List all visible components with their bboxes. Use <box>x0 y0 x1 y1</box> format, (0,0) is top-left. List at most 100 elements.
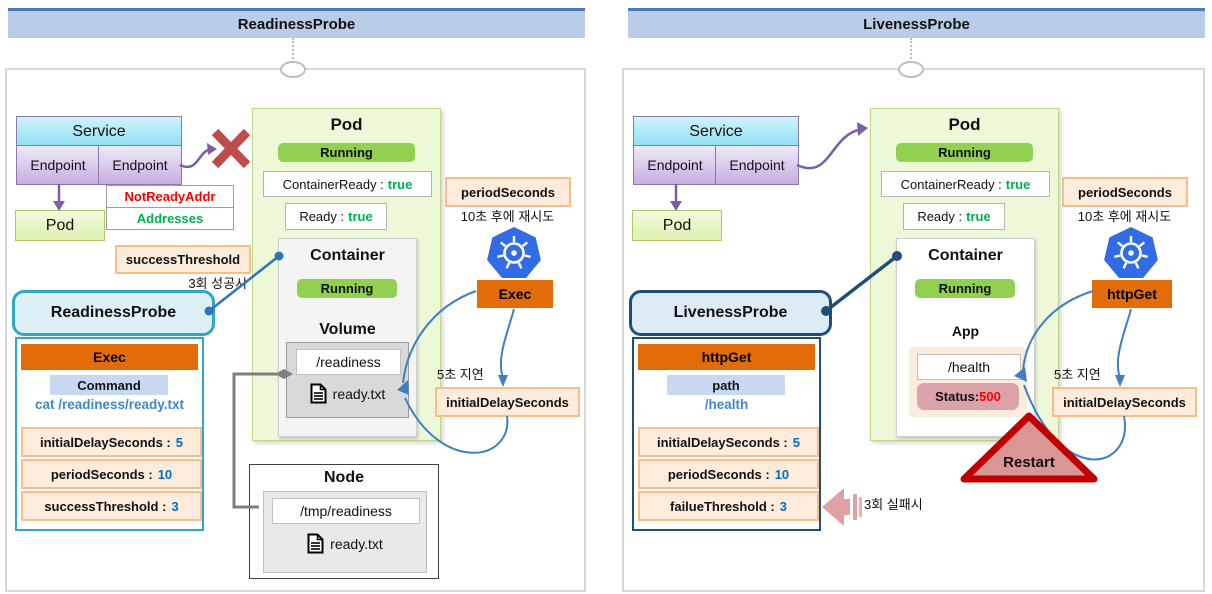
node-box: Node /tmp/readiness ready.txt <box>249 464 439 579</box>
pod-ref-box: Pod <box>15 210 105 241</box>
service-label: Service <box>689 122 743 140</box>
endpoint-address-table: NotReadyAddr Addresses <box>106 185 234 230</box>
container-ready-box: ContainerReady : true <box>881 171 1050 197</box>
block-arrow-icon <box>822 488 862 526</box>
setting-label: initialDelaySeconds : <box>40 434 171 450</box>
readiness-panel: Service Endpoint Endpoint NotReadyAddr A… <box>5 68 586 592</box>
connector-circle <box>898 61 924 78</box>
container-box: Container Running Volume /readiness read… <box>278 238 417 437</box>
setting-row-initial-delay: initialDelaySeconds : 5 <box>638 427 819 457</box>
readiness-title: ReadinessProbe <box>237 16 356 33</box>
setting-value: 3 <box>779 498 787 514</box>
ready-box: Ready : true <box>285 203 387 230</box>
liveness-panel: Service Endpoint Endpoint Pod Pod Runnin… <box>622 68 1205 592</box>
volume-path-box: /readiness <box>296 349 401 375</box>
liveness-probe-header: LivenessProbe <box>629 290 832 336</box>
status-value: 500 <box>979 389 1001 404</box>
ready-label: Ready : <box>917 209 963 224</box>
setting-value: 3 <box>171 498 179 514</box>
period-note: 10초 후에 재시도 <box>1077 209 1172 224</box>
volume-title: Volume <box>319 321 376 338</box>
command-param-bar: Command <box>50 375 168 395</box>
status-box: Status:500 <box>917 383 1019 410</box>
readiness-probe-detail-box: Exec Command cat /readiness/ready.txt in… <box>15 337 204 531</box>
volume-file-row: ready.txt <box>287 383 408 404</box>
endpoint-label: Endpoint <box>647 157 703 173</box>
addresses-row: Addresses <box>136 211 204 226</box>
container-ready-label: ContainerReady : <box>900 176 1002 192</box>
title-connector-line <box>910 38 912 63</box>
kubernetes-icon <box>487 227 541 278</box>
httpget-trigger-box: httpGet <box>1092 280 1172 308</box>
app-title: App <box>951 323 980 339</box>
endpoint-box-1: Endpoint <box>633 145 717 185</box>
container-title: Container <box>310 247 385 264</box>
app-box: /health Status:500 <box>909 347 1027 417</box>
readiness-probe-header-label: ReadinessProbe <box>50 304 177 321</box>
exec-trigger-box: Exec <box>477 280 553 308</box>
setting-label: periodSeconds : <box>50 466 153 482</box>
period-note: 10초 후에 재시도 <box>460 209 555 224</box>
success-threshold-badge: successThreshold <box>115 245 251 274</box>
initial-delay-badge: initialDelaySeconds <box>1052 387 1197 417</box>
ready-value: true <box>966 209 991 224</box>
setting-value: 5 <box>175 434 183 450</box>
setting-row-success-threshold: successThreshold : 3 <box>21 491 202 521</box>
liveness-probe-detail-box: httpGet path /health initialDelaySeconds… <box>632 337 821 531</box>
connector-circle <box>280 61 306 78</box>
container-title: Container <box>928 247 1003 264</box>
node-file-row: ready.txt <box>264 533 426 554</box>
readiness-title-bar: ReadinessProbe <box>8 8 585 38</box>
endpoint-box-2: Endpoint <box>98 145 182 185</box>
delay-note: 5초 지연 <box>1054 367 1101 382</box>
container-ready-label: ContainerReady : <box>282 176 384 192</box>
path-param-bar: path <box>667 375 785 395</box>
setting-row-period: periodSeconds : 10 <box>21 459 202 489</box>
liveness-probe-header-label: LivenessProbe <box>673 304 788 321</box>
endpoint-label: Endpoint <box>112 157 168 173</box>
container-status-badge: Running <box>915 279 1015 298</box>
endpoint-label: Endpoint <box>30 157 86 173</box>
container-ready-box: ContainerReady : true <box>263 171 432 197</box>
pod-status-text: Running <box>320 145 373 160</box>
node-inner-box: /tmp/readiness ready.txt <box>263 491 427 573</box>
setting-label: initialDelaySeconds : <box>657 434 788 450</box>
restart-label: Restart <box>1003 454 1055 471</box>
ready-value: true <box>348 209 373 224</box>
setting-label: failueThreshold : <box>670 498 775 514</box>
endpoint-box-1: Endpoint <box>16 145 100 185</box>
container-box: Container Running App /health Status:500 <box>896 238 1035 437</box>
pod-title: Pod <box>948 115 981 134</box>
container-ready-value: true <box>387 176 413 192</box>
not-ready-addr-row: NotReadyAddr <box>107 186 233 208</box>
endpoint-box-2: Endpoint <box>715 145 799 185</box>
title-connector-line <box>292 38 294 63</box>
liveness-title: LivenessProbe <box>863 16 970 33</box>
service-box: Service <box>633 116 799 147</box>
pod-box: Pod Running ContainerReady : true Ready … <box>870 108 1059 441</box>
period-seconds-badge: periodSeconds <box>445 177 571 207</box>
service-label: Service <box>72 122 126 140</box>
command-param-value: cat /readiness/ready.txt <box>34 397 185 412</box>
setting-row-initial-delay: initialDelaySeconds : 5 <box>21 427 202 457</box>
readiness-probe-header: ReadinessProbe <box>12 290 215 336</box>
exec-handler-bar: Exec <box>21 344 198 370</box>
health-path-box: /health <box>917 354 1021 380</box>
endpoint-to-x-curve <box>179 148 209 169</box>
kubernetes-icon <box>1104 227 1158 278</box>
node-path-box: /tmp/readiness <box>272 498 420 524</box>
node-title: Node <box>324 469 364 486</box>
file-icon <box>307 533 324 554</box>
httpget-handler-bar: httpGet <box>638 344 815 370</box>
container-status-text: Running <box>320 281 374 296</box>
file-icon <box>310 383 327 404</box>
pod-box: Pod Running ContainerReady : true Ready … <box>252 108 441 441</box>
endpoint-label: Endpoint <box>729 157 785 173</box>
status-label: Status: <box>935 389 980 404</box>
period-seconds-badge: periodSeconds <box>1062 177 1188 207</box>
setting-row-period: periodSeconds : 10 <box>638 459 819 489</box>
endpoint-to-pod-curve <box>796 128 859 170</box>
pod-title: Pod <box>330 115 363 134</box>
x-mark-icon <box>211 128 251 169</box>
